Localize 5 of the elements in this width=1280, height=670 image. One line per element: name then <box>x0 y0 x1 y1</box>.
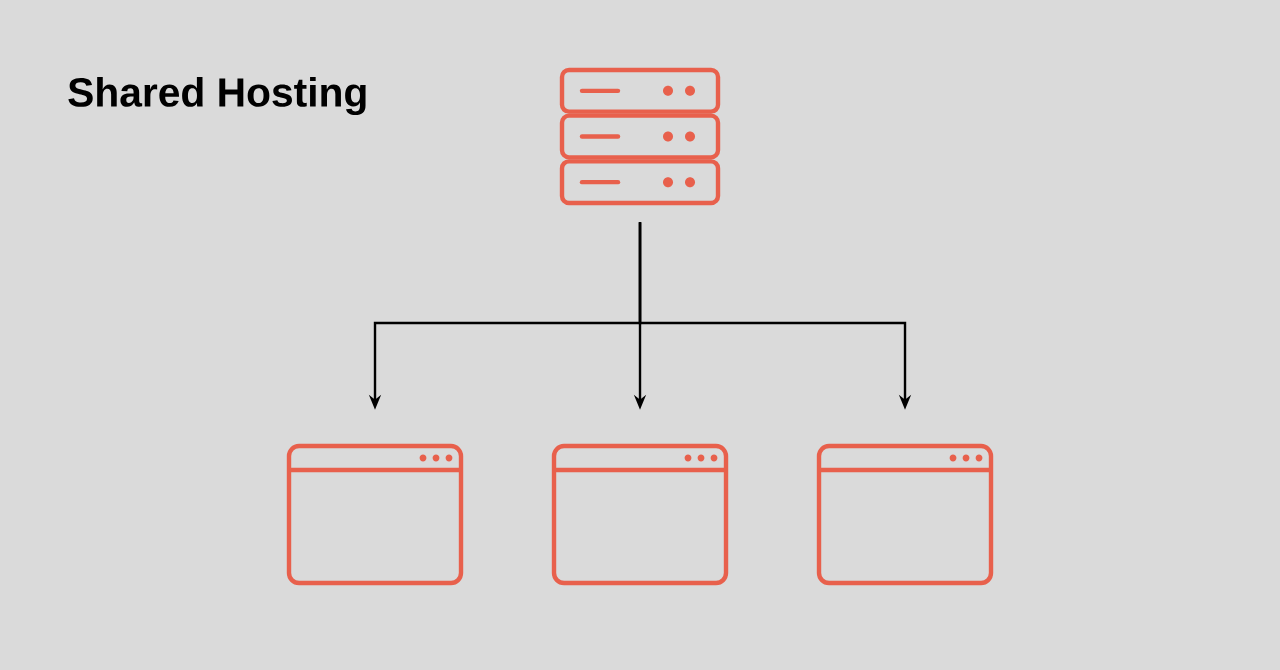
browser-window-drawing <box>551 443 729 586</box>
browser-window-drawing <box>816 443 994 586</box>
server-drawing <box>559 67 721 206</box>
browser-window-drawing <box>286 443 464 586</box>
title: Shared Hosting <box>68 76 366 116</box>
